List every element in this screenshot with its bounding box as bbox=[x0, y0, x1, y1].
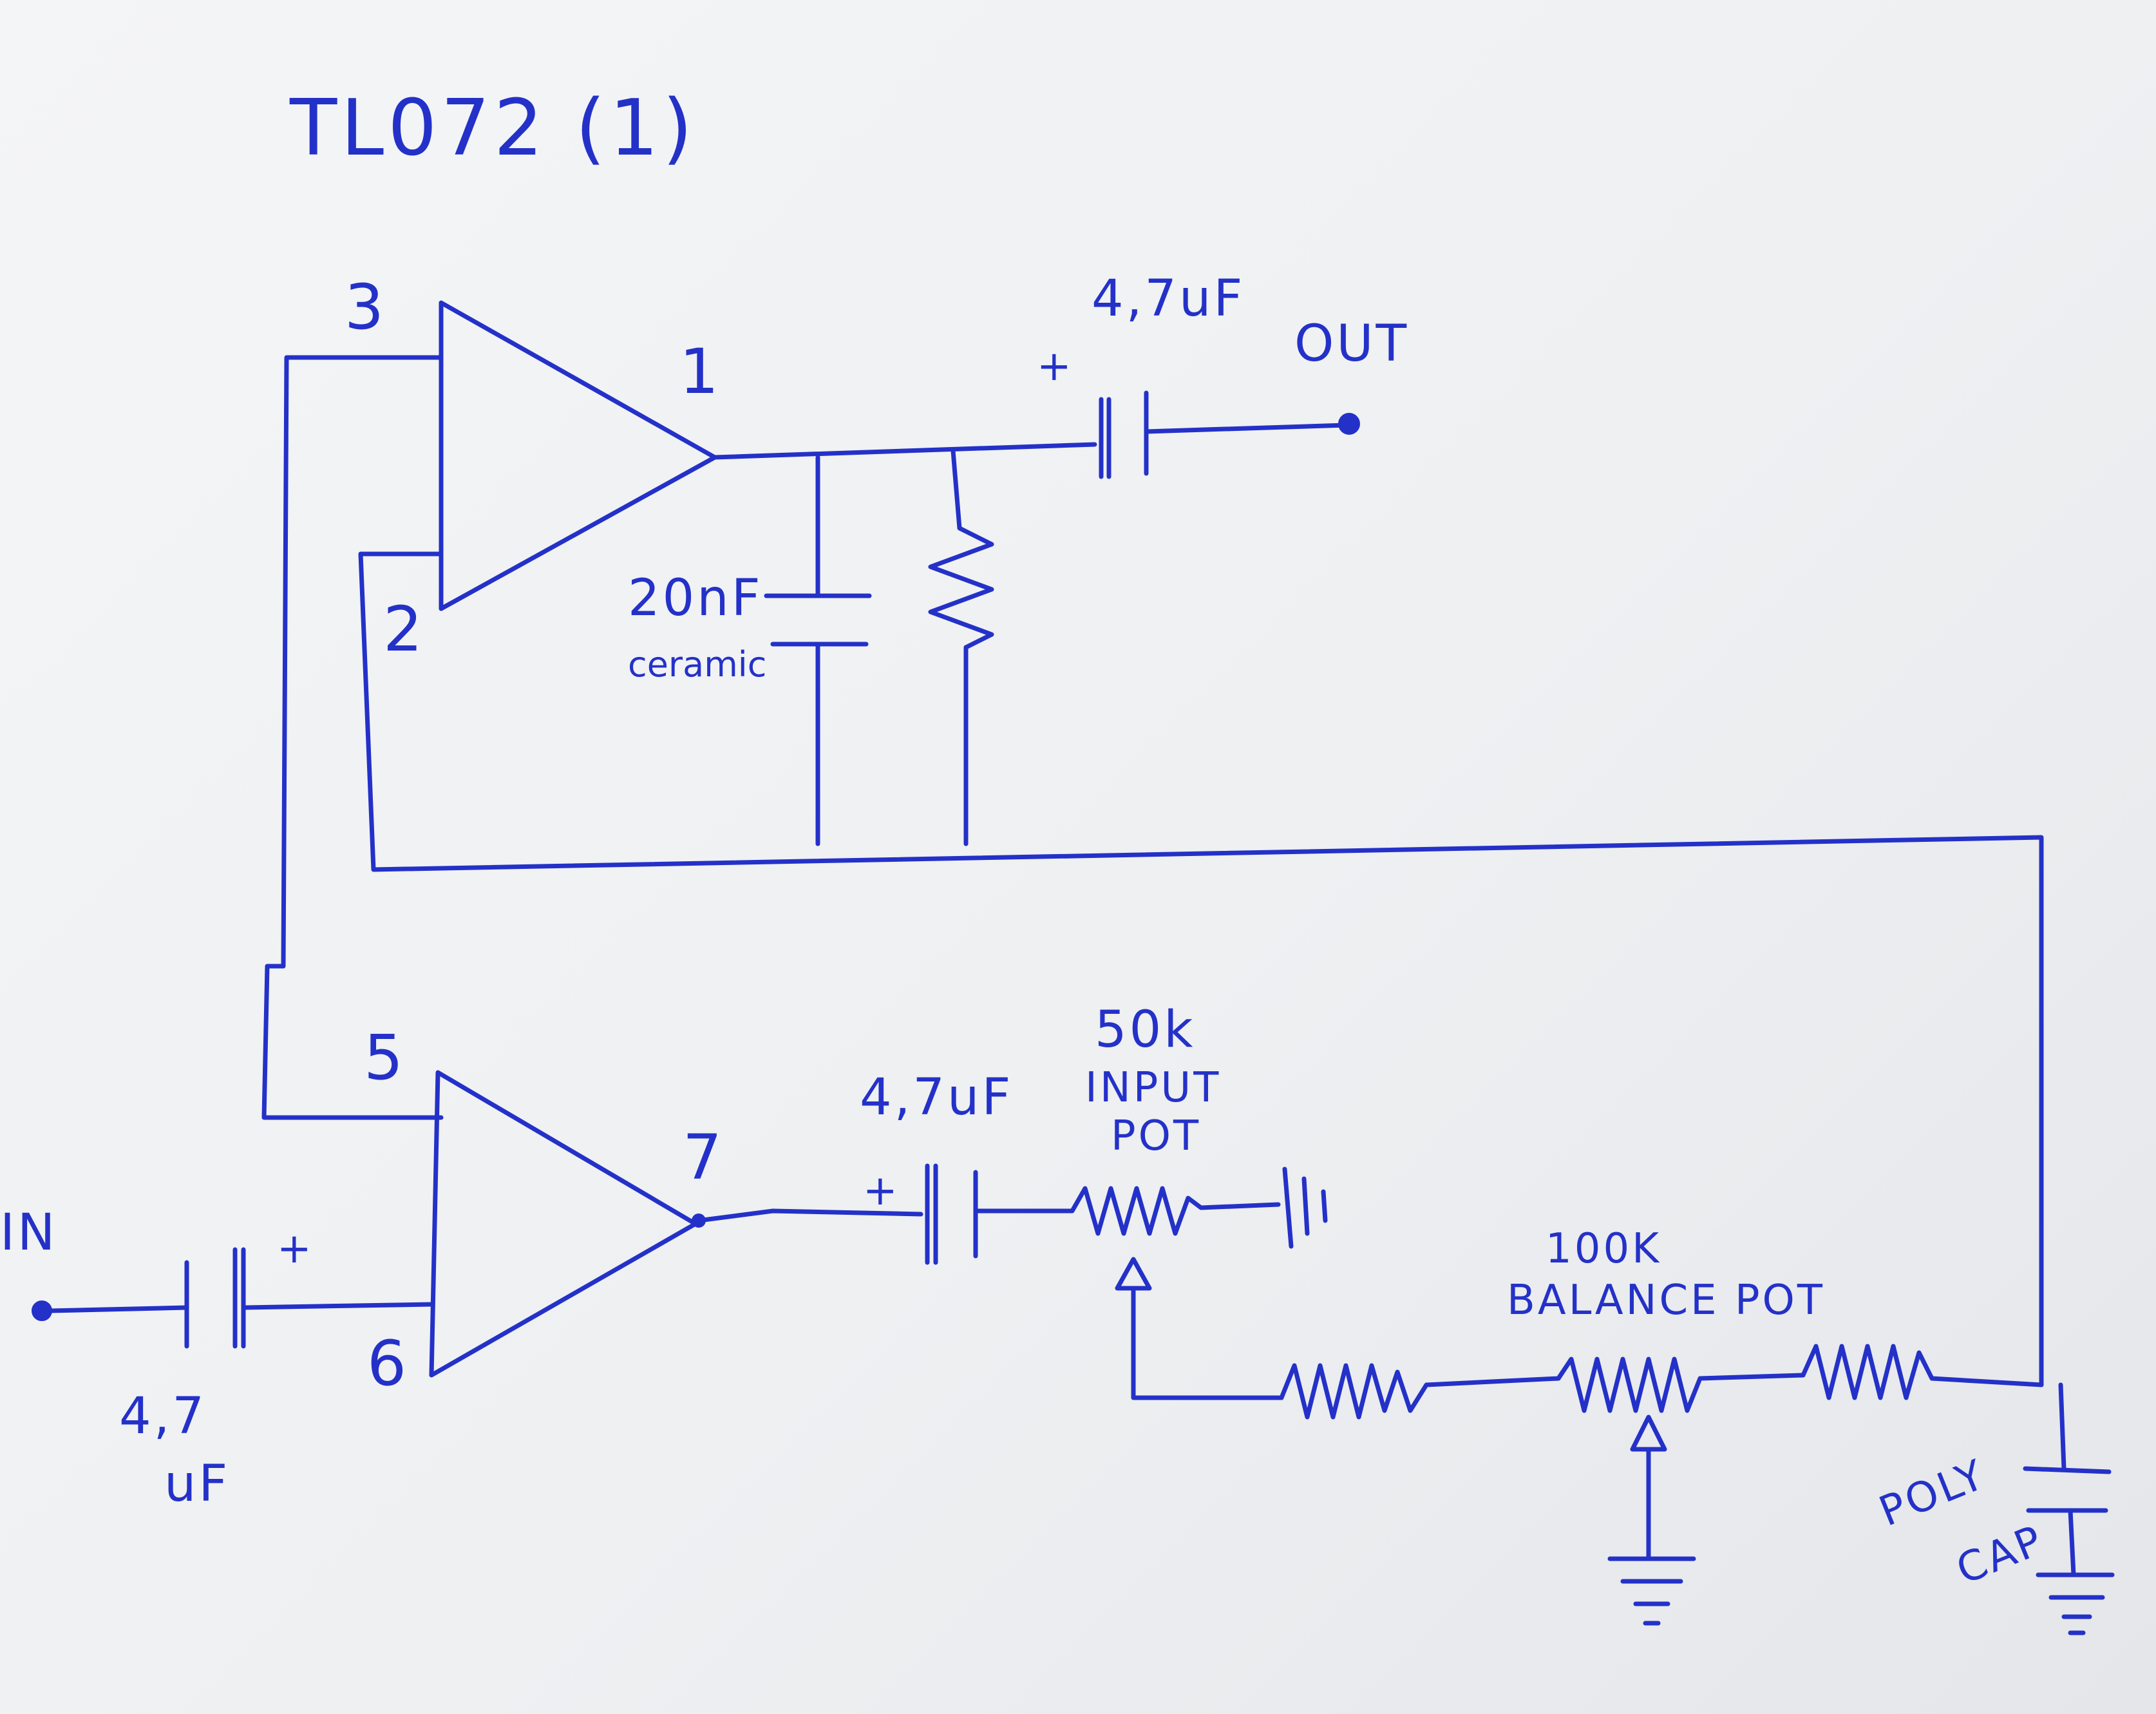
out-terminal bbox=[1338, 413, 1360, 435]
pin-2-label: 2 bbox=[383, 593, 422, 665]
input-pot-ground-bar-3 bbox=[1321, 1189, 1328, 1223]
poly-cap-line2: CAP bbox=[1950, 1516, 2051, 1594]
wire-feedback-loop bbox=[358, 551, 2044, 1387]
mid-cap-plus: + bbox=[863, 1167, 900, 1215]
wire-out-terminal bbox=[1144, 423, 1348, 434]
input-pot-line1: INPUT bbox=[1085, 1064, 1221, 1112]
ceramic-value-label: 20nF bbox=[628, 569, 763, 627]
wire-cap-to-pin6 bbox=[241, 1302, 434, 1310]
pin-7-label: 7 bbox=[683, 1121, 722, 1194]
pin-3-label: 3 bbox=[345, 271, 384, 343]
ceramic-type-label: ceramic bbox=[628, 644, 767, 685]
in-label: IN bbox=[0, 1204, 57, 1262]
input-pot-ground-bar-1 bbox=[1282, 1166, 1294, 1249]
input-pot-wiper-arrow bbox=[1115, 1257, 1152, 1291]
in-cap-value-label: 4,7 bbox=[119, 1387, 207, 1445]
wire-in-to-cap bbox=[48, 1305, 189, 1313]
balance-pot-name-label: BALANCE POT bbox=[1507, 1277, 1825, 1324]
wire-wiper-to-balance bbox=[1131, 1286, 1284, 1400]
wire-pin3-to-pin5 bbox=[261, 355, 444, 1120]
wire-output-upper bbox=[712, 442, 1097, 460]
poly-cap-plate-top bbox=[2023, 1466, 2112, 1474]
pin-6-label: 6 bbox=[367, 1328, 406, 1400]
input-pot-resistor bbox=[973, 1186, 1281, 1236]
out-cap-value-label: 4,7uF bbox=[1092, 270, 1245, 328]
balance-pot-wiper-arrow bbox=[1630, 1414, 1667, 1452]
input-pot-value-label: 50k bbox=[1095, 1001, 1195, 1059]
balance-right-resistor bbox=[1801, 1344, 2044, 1400]
wire-poly-cap-top bbox=[2058, 1382, 2066, 1471]
pin-1-label: 1 bbox=[679, 336, 719, 408]
in-cap-unit-label: uF bbox=[164, 1455, 230, 1513]
in-terminal bbox=[32, 1300, 52, 1321]
out-label: OUT bbox=[1294, 315, 1409, 373]
poly-cap-line1: POLY bbox=[1873, 1451, 1992, 1536]
in-cap-plus: + bbox=[277, 1225, 314, 1273]
mid-cap-value-label: 4,7uF bbox=[860, 1069, 1013, 1127]
out-cap-plus: + bbox=[1037, 343, 1074, 390]
balance-pot-value-label: 100K bbox=[1546, 1225, 1661, 1273]
balance-left-resistor bbox=[1279, 1363, 1561, 1420]
wire-pin7-to-cap bbox=[696, 1208, 923, 1223]
feedback-resistor bbox=[928, 448, 994, 846]
input-pot-line2: POT bbox=[1111, 1112, 1201, 1160]
balance-pot-resistor bbox=[1556, 1357, 1806, 1413]
wire-poly-cap-bottom bbox=[2068, 1508, 2076, 1577]
pin-5-label: 5 bbox=[364, 1022, 403, 1094]
input-pot-ground-bar-2 bbox=[1301, 1176, 1310, 1236]
opamp-upper bbox=[439, 300, 717, 611]
schematic-title: TL072 (1) bbox=[289, 84, 696, 173]
opamp-lower bbox=[429, 1070, 698, 1378]
